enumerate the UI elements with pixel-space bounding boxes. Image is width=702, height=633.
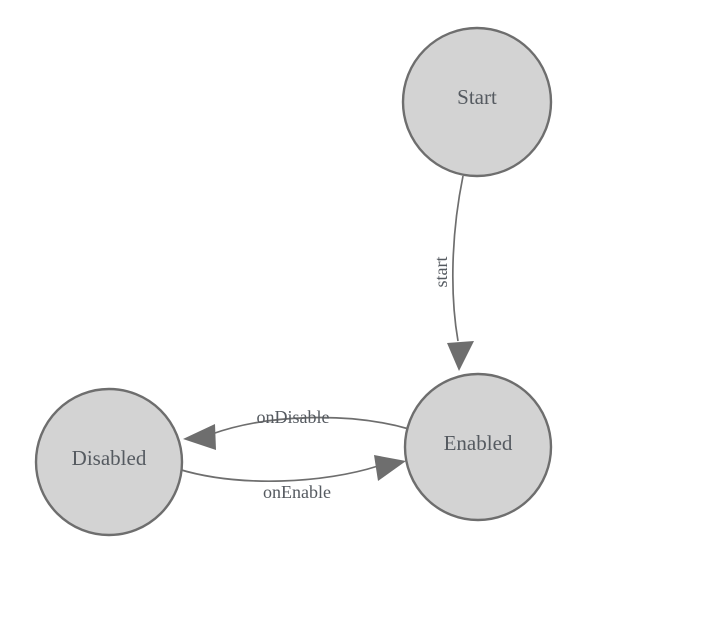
edge-enabled-to-disabled-label: onDisable xyxy=(257,407,330,427)
node-disabled-circle xyxy=(34,387,184,537)
node-enabled-label: Enabled xyxy=(444,431,513,455)
edge-enabled-to-disabled[interactable]: onDisable xyxy=(183,407,410,450)
edge-start-to-enabled-arrowhead xyxy=(447,341,474,371)
node-enabled[interactable]: Enabled xyxy=(403,372,553,522)
node-disabled[interactable]: Disabled xyxy=(34,387,184,537)
node-start-circle xyxy=(401,26,553,178)
edge-start-to-enabled-label: start xyxy=(431,257,451,288)
edge-start-to-enabled[interactable]: start xyxy=(431,175,474,371)
edge-enabled-to-disabled-arrowhead xyxy=(183,424,216,450)
node-disabled-label: Disabled xyxy=(72,446,147,470)
edge-disabled-to-enabled-path xyxy=(177,465,379,482)
node-enabled-circle xyxy=(403,372,553,522)
node-start[interactable]: Start xyxy=(401,26,553,178)
edge-disabled-to-enabled-label: onEnable xyxy=(263,482,331,502)
edge-start-to-enabled-path xyxy=(452,175,464,342)
node-start-label: Start xyxy=(457,85,497,109)
edge-disabled-to-enabled-arrowhead xyxy=(374,455,406,481)
edge-disabled-to-enabled[interactable]: onEnable xyxy=(177,455,406,502)
edge-enabled-to-disabled-path xyxy=(211,416,410,435)
